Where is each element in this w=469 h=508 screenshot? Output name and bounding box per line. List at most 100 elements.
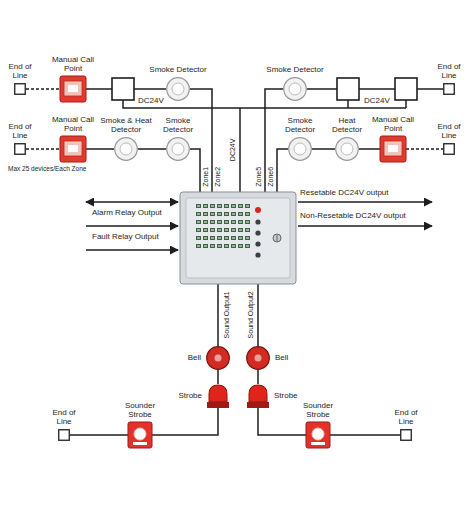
end-of-line-box: [59, 430, 70, 441]
device-label: Manual Call Point: [370, 116, 416, 134]
device-label: End of Line: [435, 123, 463, 141]
device-symbol: [306, 422, 330, 448]
sounder-lens: [133, 442, 147, 445]
device-node: Bell: [206, 346, 230, 370]
signal-label: Max 25 devices/Each Zone: [8, 165, 86, 172]
device-label: Heat Detector: [326, 117, 368, 135]
output-arrow: [298, 201, 432, 203]
device-symbol: [14, 83, 26, 95]
loop-wire: [359, 148, 380, 150]
zone-wire: [190, 149, 200, 192]
detector-sensor: [294, 143, 306, 155]
sounder-lens: [311, 442, 325, 445]
junction-box: [395, 78, 417, 100]
junction-box: [112, 78, 134, 100]
sounder-grille: [134, 428, 146, 440]
detector-sensor: [341, 143, 353, 155]
loop-wire: [26, 88, 60, 90]
bell-striker: [215, 355, 222, 362]
call-point-housing: [380, 136, 406, 162]
call-point-symbol: [388, 145, 398, 152]
device-node: End of Line: [443, 83, 455, 95]
device-label: End of Line: [392, 409, 420, 427]
device-symbol: [380, 136, 406, 162]
loop-wire: [26, 148, 60, 150]
sounder-grille: [312, 428, 324, 440]
panel-button: [255, 219, 260, 224]
device-node: End of Line: [14, 143, 26, 155]
bell-dome: [207, 347, 230, 370]
device-node: Strobe: [247, 384, 269, 408]
call-point-glass: [64, 141, 82, 156]
key-slot: [277, 235, 278, 241]
key-switch: [273, 234, 281, 242]
detector-sensor: [172, 83, 184, 95]
sound-wire: [217, 284, 219, 346]
device-node: Heat Detector: [335, 137, 359, 161]
call-point-housing: [60, 136, 86, 162]
output-arrow: [86, 225, 178, 227]
signal-label: DC24V: [364, 97, 390, 106]
device-node: Strobe: [207, 384, 229, 408]
device-node: Bell: [246, 346, 270, 370]
device-label: Smoke Detector: [154, 117, 202, 135]
control-panel: [180, 192, 296, 284]
device-label: Strobe: [274, 392, 298, 401]
sound-wire: [257, 284, 259, 346]
device-symbol: [247, 384, 269, 408]
loop-wire: [307, 88, 443, 90]
strobe-base: [207, 402, 229, 408]
strobe-base: [247, 402, 269, 408]
sounder-housing: [128, 422, 152, 448]
panel-housing: [180, 192, 296, 284]
dc24v-bus: [347, 100, 349, 108]
signal-label: DC24V: [138, 97, 164, 106]
device-node: Smoke Detector: [283, 77, 307, 101]
device-node: Smoke Detector: [166, 137, 190, 161]
junction-box: [337, 78, 359, 100]
zone-led-grid: [196, 204, 250, 252]
device-symbol: [443, 83, 455, 95]
detector-body: [284, 78, 307, 101]
device-label: Manual Call Point: [50, 56, 96, 74]
device-node: Manual Call Point: [60, 136, 86, 162]
wire-label: Zone1: [202, 167, 210, 187]
device-node: Manual Call Point: [60, 76, 86, 102]
panel-button: [255, 230, 260, 235]
output-arrow: [298, 225, 432, 227]
call-point-symbol: [68, 145, 78, 152]
bell-dome: [247, 347, 270, 370]
detector-body: [289, 138, 312, 161]
wire-label: Zone5: [255, 167, 263, 187]
device-symbol: [246, 346, 270, 370]
device-label: Bell: [188, 354, 201, 363]
device-symbol: [400, 429, 412, 441]
device-symbol: [128, 422, 152, 448]
strobe-lens: [249, 385, 267, 402]
detector-sensor: [289, 83, 301, 95]
call-point-glass: [64, 81, 82, 96]
device-symbol: [14, 143, 26, 155]
loop-wire: [86, 148, 114, 150]
signal-label: Non-Resetable DC24V output: [300, 212, 406, 221]
device-symbol: [335, 137, 359, 161]
device-symbol: [288, 137, 312, 161]
device-node: End of Line: [443, 143, 455, 155]
loop-wire: [217, 370, 219, 384]
device-label: Sounder Strobe: [296, 402, 340, 420]
device-label: End of Line: [6, 63, 34, 81]
detector-body: [167, 78, 190, 101]
device-node: Smoke Detector: [288, 137, 312, 161]
device-label: End of Line: [435, 63, 463, 81]
device-symbol: [207, 384, 229, 408]
device-node: End of Line: [400, 429, 412, 441]
wire-group: [86, 89, 432, 346]
wire-label: Zone6: [267, 167, 275, 187]
end-of-line-box: [401, 430, 412, 441]
detector-body: [167, 138, 190, 161]
device-symbol: [166, 137, 190, 161]
loop-wire: [258, 408, 306, 435]
call-point-glass: [384, 141, 402, 156]
device-symbol: [60, 76, 86, 102]
